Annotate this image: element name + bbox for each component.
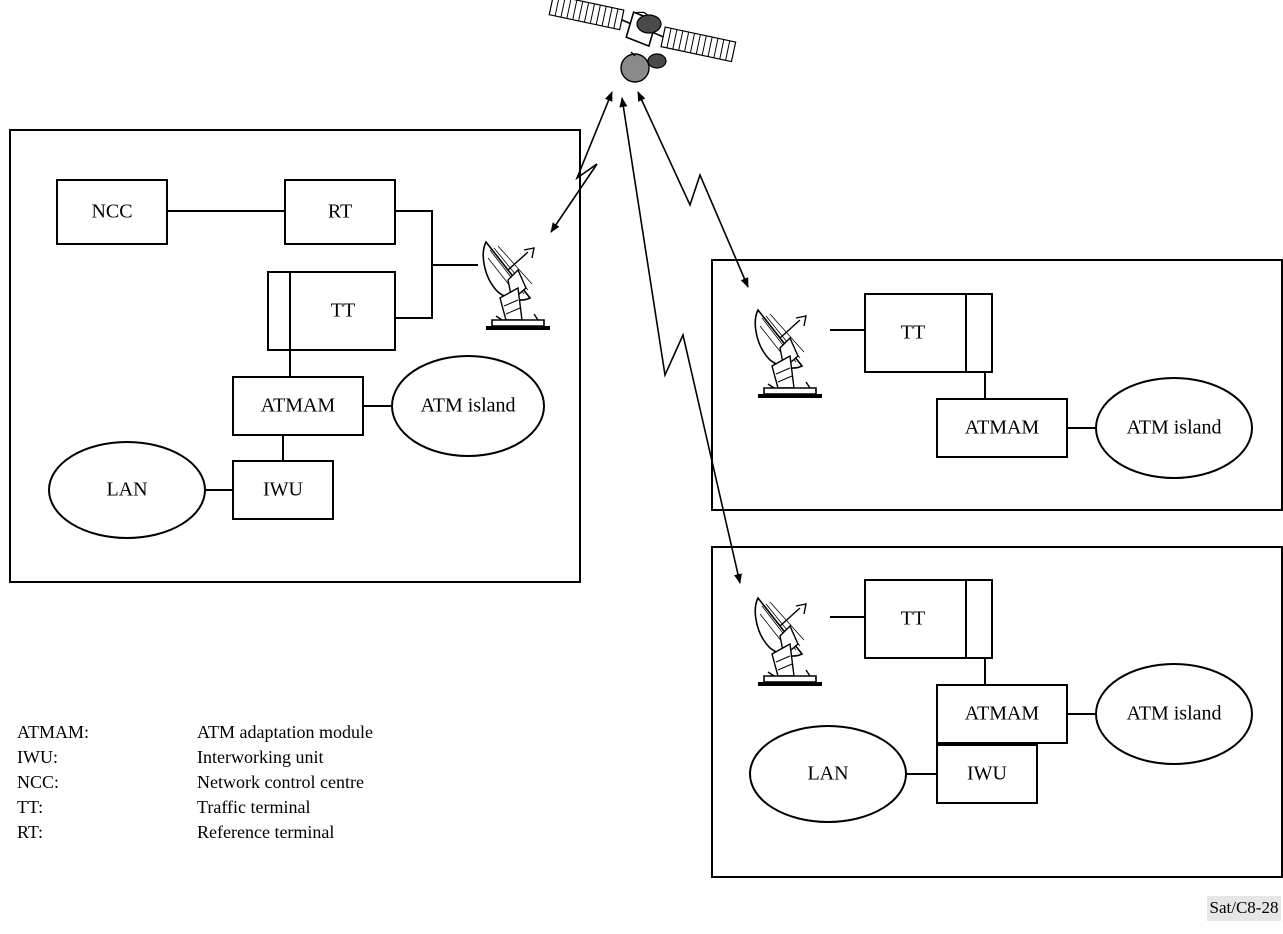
- site-2-connections: [830, 329, 1096, 429]
- legend-text: Reference terminal: [197, 822, 334, 842]
- site-1-ncc-label: NCC: [91, 201, 132, 223]
- figure-id: Sat/C8-28: [1207, 896, 1281, 921]
- site-3-connections: [830, 616, 1096, 775]
- site-1-tt-box: TT: [267, 271, 396, 351]
- site-2-atm-island-label: ATM island: [1127, 417, 1222, 439]
- site-1-rt-label: RT: [328, 201, 352, 223]
- legend-abbr: NCC:: [17, 772, 59, 792]
- site-3-atm-island-label: ATM island: [1127, 703, 1222, 725]
- legend-text: Interworking unit: [197, 747, 323, 767]
- radio-link-site-2: [637, 91, 749, 288]
- legend: ATMAM: ATM adaptation module IWU: Interw…: [17, 722, 373, 842]
- site-3-tt-label: TT: [901, 608, 925, 630]
- legend-abbr: RT:: [17, 822, 43, 842]
- radio-links: [550, 91, 749, 584]
- site-1-lan-label: LAN: [106, 479, 147, 501]
- site-1-earth-station-antenna-icon: [482, 241, 551, 331]
- site-1-atm-island: ATM island: [391, 355, 545, 457]
- site-1-atm-island-label: ATM island: [421, 395, 516, 417]
- site-1-frame: [9, 129, 581, 583]
- site-2-tt-box: TT: [864, 293, 993, 373]
- site-2-earth-station-antenna-icon: [754, 309, 823, 399]
- figure-id-label: Sat/C8-28: [1210, 898, 1279, 917]
- site-2-tt-label: TT: [901, 322, 925, 344]
- legend-abbr: TT:: [17, 797, 43, 817]
- site-3-atmam-label: ATMAM: [965, 703, 1040, 725]
- site-3-iwu-box: IWU: [936, 744, 1038, 804]
- legend-text: ATM adaptation module: [197, 722, 373, 742]
- legend-text: Network control centre: [197, 772, 364, 792]
- site-3-atmam-box: ATMAM: [936, 684, 1068, 744]
- site-1-connections: [167, 210, 478, 491]
- site-3-earth-station-antenna-icon: [754, 597, 823, 687]
- site-3-frame: [711, 546, 1283, 878]
- satellite-icon: [548, 0, 737, 83]
- site-3-tt-box: TT: [864, 579, 993, 659]
- site-1-iwu-box: IWU: [232, 460, 334, 520]
- site-1-rt-box: RT: [284, 179, 396, 245]
- site-3-lan-label: LAN: [807, 763, 848, 785]
- site-1-atmam-box: ATMAM: [232, 376, 364, 436]
- site-1-tt-label: TT: [331, 300, 355, 322]
- site-2-atmam-label: ATMAM: [965, 417, 1040, 439]
- site-1-iwu-label: IWU: [263, 479, 304, 501]
- site-1-ncc-box: NCC: [56, 179, 168, 245]
- site-2-atmam-box: ATMAM: [936, 398, 1068, 458]
- legend-abbr: IWU:: [17, 747, 58, 767]
- site-1-lan: LAN: [48, 441, 206, 539]
- site-3-lan: LAN: [749, 725, 907, 823]
- site-1-atmam-label: ATMAM: [261, 395, 336, 417]
- site-2-atm-island: ATM island: [1095, 377, 1253, 479]
- radio-link-site-3: [619, 97, 742, 584]
- legend-abbr: ATMAM:: [17, 722, 89, 742]
- radio-link-site-1: [550, 91, 613, 233]
- site-3-atm-island: ATM island: [1095, 663, 1253, 765]
- legend-text: Traffic terminal: [197, 797, 310, 817]
- site-3-iwu-label: IWU: [967, 763, 1008, 785]
